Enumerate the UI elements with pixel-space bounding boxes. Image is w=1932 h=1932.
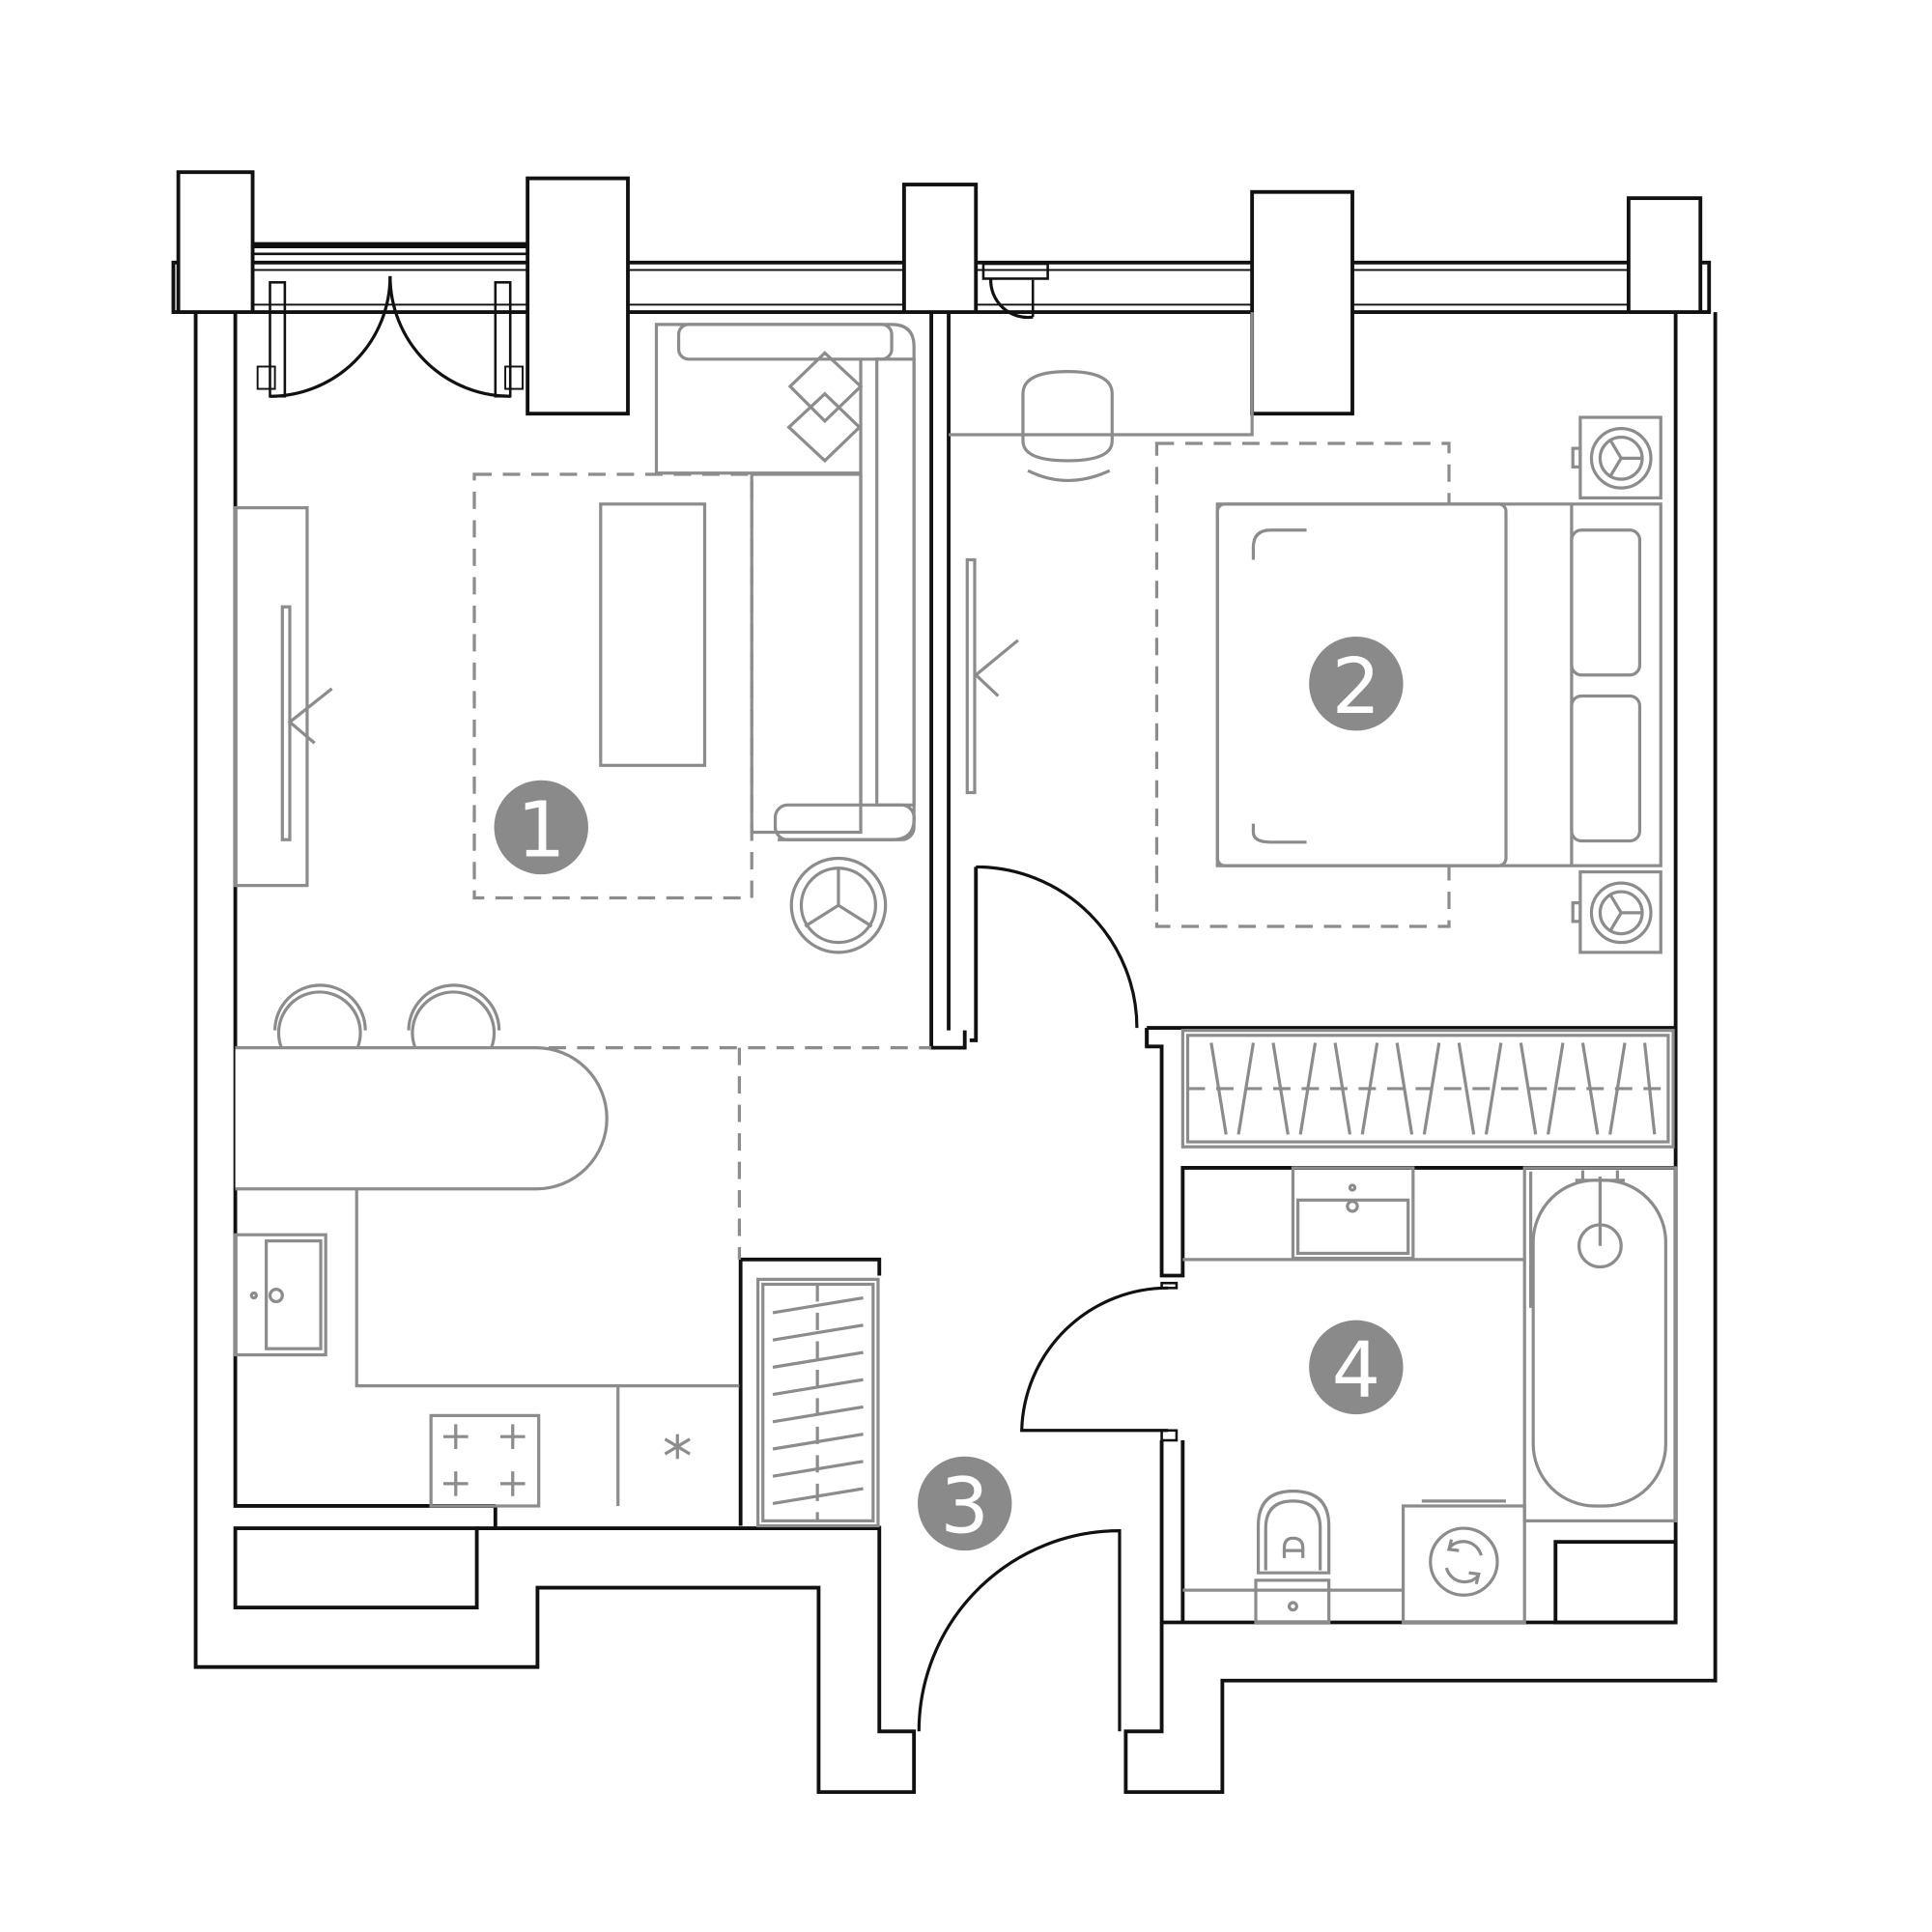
- bathtub-icon: [1522, 1166, 1678, 1522]
- bedroom-door[interactable]: [976, 865, 1139, 1029]
- room-number-1: 1: [517, 784, 566, 874]
- room-badge-4: 4: [1309, 1320, 1404, 1414]
- bedroom-furniture: [949, 312, 1662, 954]
- fridge-icon: [664, 1434, 691, 1460]
- double-bed: [1215, 502, 1662, 867]
- column: [176, 170, 255, 314]
- column: [1250, 189, 1354, 416]
- washing-machine-icon: [1401, 1499, 1526, 1625]
- floor-lamp-icon: [789, 856, 888, 954]
- room-badge-3: 3: [918, 1456, 1012, 1550]
- bathroom-door[interactable]: [1020, 1286, 1168, 1433]
- column: [1626, 196, 1703, 315]
- room-number-2: 2: [1332, 641, 1381, 731]
- room-number-4: 4: [1332, 1324, 1381, 1414]
- nightstand-lamp-icon: [1571, 415, 1662, 499]
- room-number-3: 3: [940, 1461, 989, 1550]
- balcony-door: [256, 275, 524, 398]
- coffee-table: [599, 502, 707, 767]
- room-badge-1: 1: [494, 780, 588, 874]
- stove-hob-icon: [429, 1413, 541, 1508]
- hallway-wardrobe: [756, 1277, 880, 1528]
- toilet-icon: [1182, 1489, 1404, 1625]
- window-vent-icon: [981, 262, 1049, 320]
- nightstand-lamp-icon: [1571, 869, 1662, 954]
- kitchen-sink-icon: [233, 1233, 327, 1357]
- doors: [917, 865, 1168, 1732]
- kitchen-furniture: [233, 983, 932, 1508]
- room-badge-2: 2: [1309, 636, 1404, 731]
- living-furniture: [233, 323, 916, 954]
- breakfast-counter: [235, 1046, 609, 1191]
- column: [901, 183, 979, 315]
- tv-unit: [233, 506, 333, 888]
- bathroom-fixtures: [1182, 1166, 1678, 1625]
- facade: [171, 170, 1712, 416]
- bedroom-tv: [965, 557, 1019, 795]
- bedroom-wardrobe: [1180, 1029, 1675, 1149]
- sofa: [654, 323, 916, 841]
- bed-zone: [1154, 441, 1451, 928]
- column: [526, 176, 630, 416]
- bathroom-sink-icon: [1291, 1166, 1415, 1261]
- interior-walls: [738, 312, 1676, 1526]
- desk-chair: [1021, 370, 1114, 483]
- entrance-door[interactable]: [917, 1529, 1122, 1732]
